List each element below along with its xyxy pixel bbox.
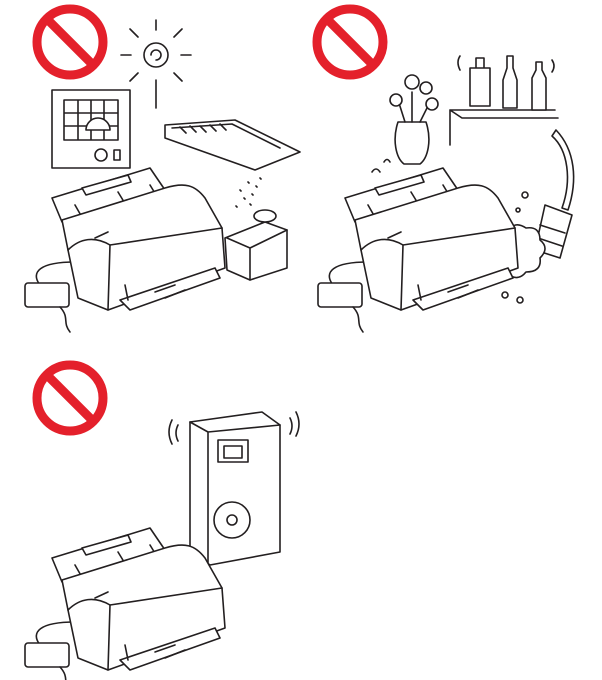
heater-icon <box>51 89 131 169</box>
sun-icon <box>120 19 192 109</box>
flower-vase-icon <box>371 74 439 173</box>
chemical-bottles-shelf-icon <box>449 55 559 146</box>
brush-icon <box>534 129 575 259</box>
prohibition-icon <box>37 365 103 431</box>
air-conditioner-vent-icon <box>164 119 301 171</box>
scanner-icon <box>24 167 226 333</box>
prohibition-icon <box>317 9 383 75</box>
scanner-icon <box>24 527 226 680</box>
humidifier-icon <box>224 177 288 281</box>
scanner-icon <box>317 167 519 333</box>
speaker-vibration-icon <box>168 411 300 566</box>
prohibition-icon <box>37 9 103 75</box>
